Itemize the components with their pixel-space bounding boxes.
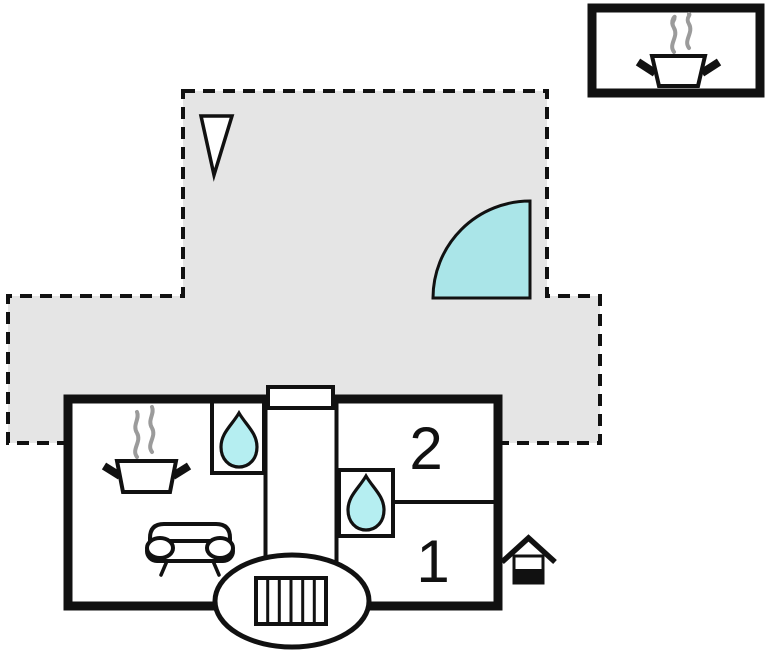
house-base [514,569,543,583]
sofa-armrest [145,536,175,560]
grill-icon [212,552,372,650]
pot-body [649,54,708,88]
terrace-dashed-border [6,89,602,445]
room-2-label: 2 [409,415,442,482]
room-1-label: 1 [416,528,449,595]
steam-line [670,14,678,54]
sofa-armrest [205,536,235,560]
pot-handle [170,462,192,480]
entrance-step [266,385,335,410]
sofa-leg [159,559,169,577]
terrace-area [6,89,602,445]
sofa-icon [145,522,235,577]
steam-line [133,410,141,459]
pot-handle [635,58,658,77]
sofa-leg [211,559,221,577]
north-arrow-icon [198,114,235,182]
pot-body [114,459,179,494]
terrace-fill [8,91,600,443]
cooking-pot-icon [635,12,722,88]
legend-box [587,3,765,98]
door-swing-icon [431,199,532,300]
pot-handle [101,462,123,480]
bathroom-2-walls [337,468,395,538]
steam-line [685,12,693,50]
house-icon [500,534,557,585]
cooking-pot-icon [101,405,192,494]
steam-line [148,405,156,454]
water-drop-icon [346,472,386,532]
water-drop-icon [219,409,259,469]
house-roof [500,534,557,565]
pot-handle [699,58,722,77]
